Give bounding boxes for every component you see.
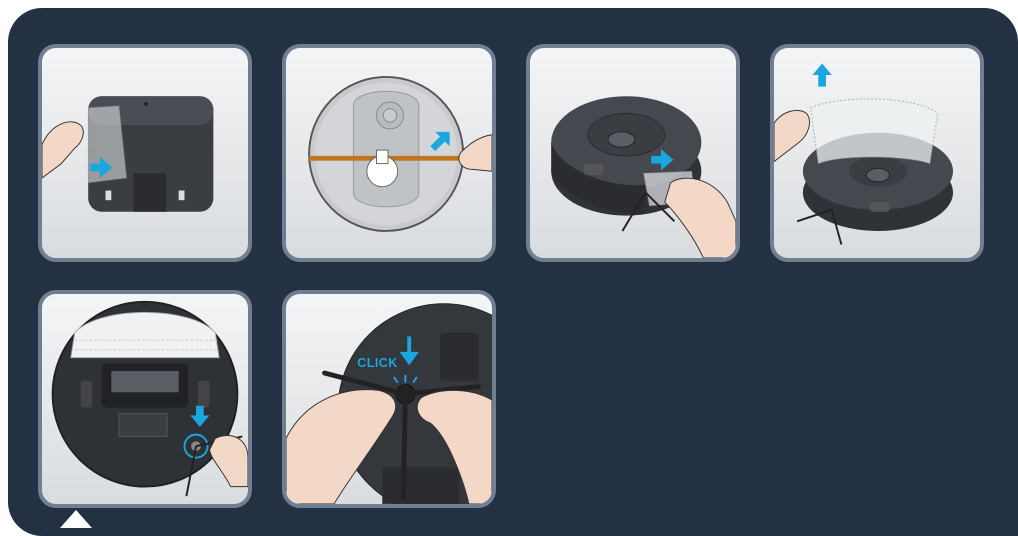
click-label: CLICK (357, 356, 398, 370)
dock-film-removal-icon (42, 48, 248, 258)
robot-bottom-strip-icon (286, 48, 492, 258)
step-4-panel (770, 44, 984, 262)
robot-side-film-icon (530, 48, 736, 258)
callout-pointer (60, 510, 92, 528)
step-6-panel: CLICK (282, 290, 496, 508)
robot-underside-brush-icon (42, 294, 248, 504)
step-3-panel (526, 44, 740, 262)
side-brush-click-icon: CLICK (286, 294, 492, 504)
step-1-panel (38, 44, 252, 262)
step-5-panel (38, 290, 252, 508)
step-2-panel (282, 44, 496, 262)
robot-top-film-icon (774, 48, 980, 258)
